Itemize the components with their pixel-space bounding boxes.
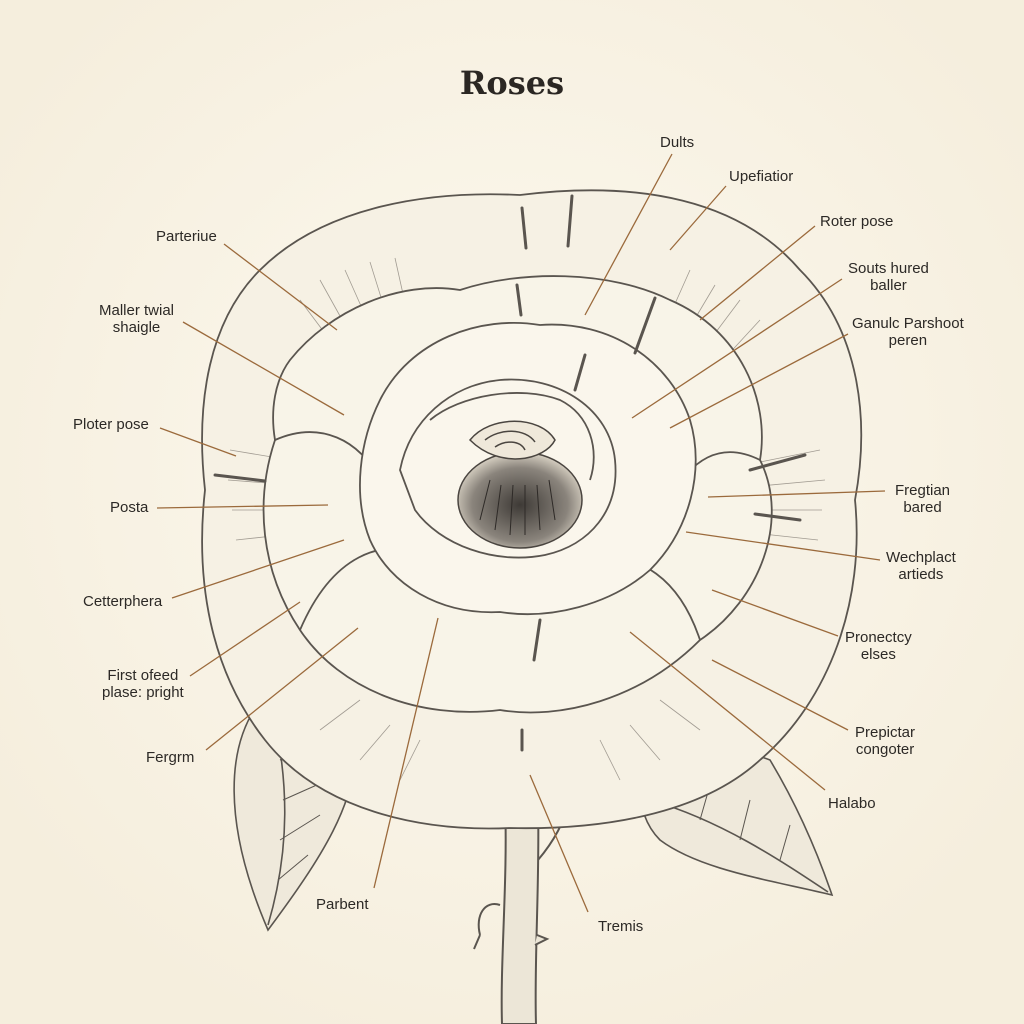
- label-souts-hured-baller: Souts hured baller: [848, 260, 929, 294]
- petal-hatching: [227, 257, 826, 781]
- label-maller-twial: Maller twial shaigle: [99, 302, 175, 336]
- label-fregtian-bared: Fregtian bared: [895, 482, 951, 516]
- label-tremis: Tremis: [598, 918, 644, 935]
- label-fergrm: Fergrm: [146, 749, 195, 766]
- page-title: Roses: [459, 64, 565, 102]
- label-parteriue: Parteriue: [156, 228, 217, 245]
- label-pronectcy-elses: Pronectcy elses: [845, 629, 912, 663]
- label-roter-pose: Roter pose: [820, 213, 894, 230]
- leader-lines: [156, 153, 886, 913]
- label-parbent: Parbent: [316, 896, 369, 913]
- label-wechplact-artieds: Wechplact artieds: [886, 549, 956, 583]
- label-ploter-pose: Ploter pose: [73, 416, 149, 433]
- petal-marks: [213, 194, 807, 752]
- label-ganulc-parshoot-peren: Ganulc Parshoot peren: [852, 315, 964, 349]
- label-cetterphera: Cetterphera: [83, 593, 163, 610]
- stem: [473, 799, 571, 1024]
- label-dults: Dults: [660, 134, 695, 151]
- label-halabo: Halabo: [828, 795, 876, 812]
- label-posta: Posta: [110, 499, 149, 516]
- label-first-ofeed: First ofeed plase: pright: [102, 667, 184, 701]
- label-upefiatior: Upefiatior: [729, 168, 794, 185]
- label-prepictar-congoter: Prepictar congoter: [855, 724, 916, 758]
- rose-center: [457, 420, 583, 549]
